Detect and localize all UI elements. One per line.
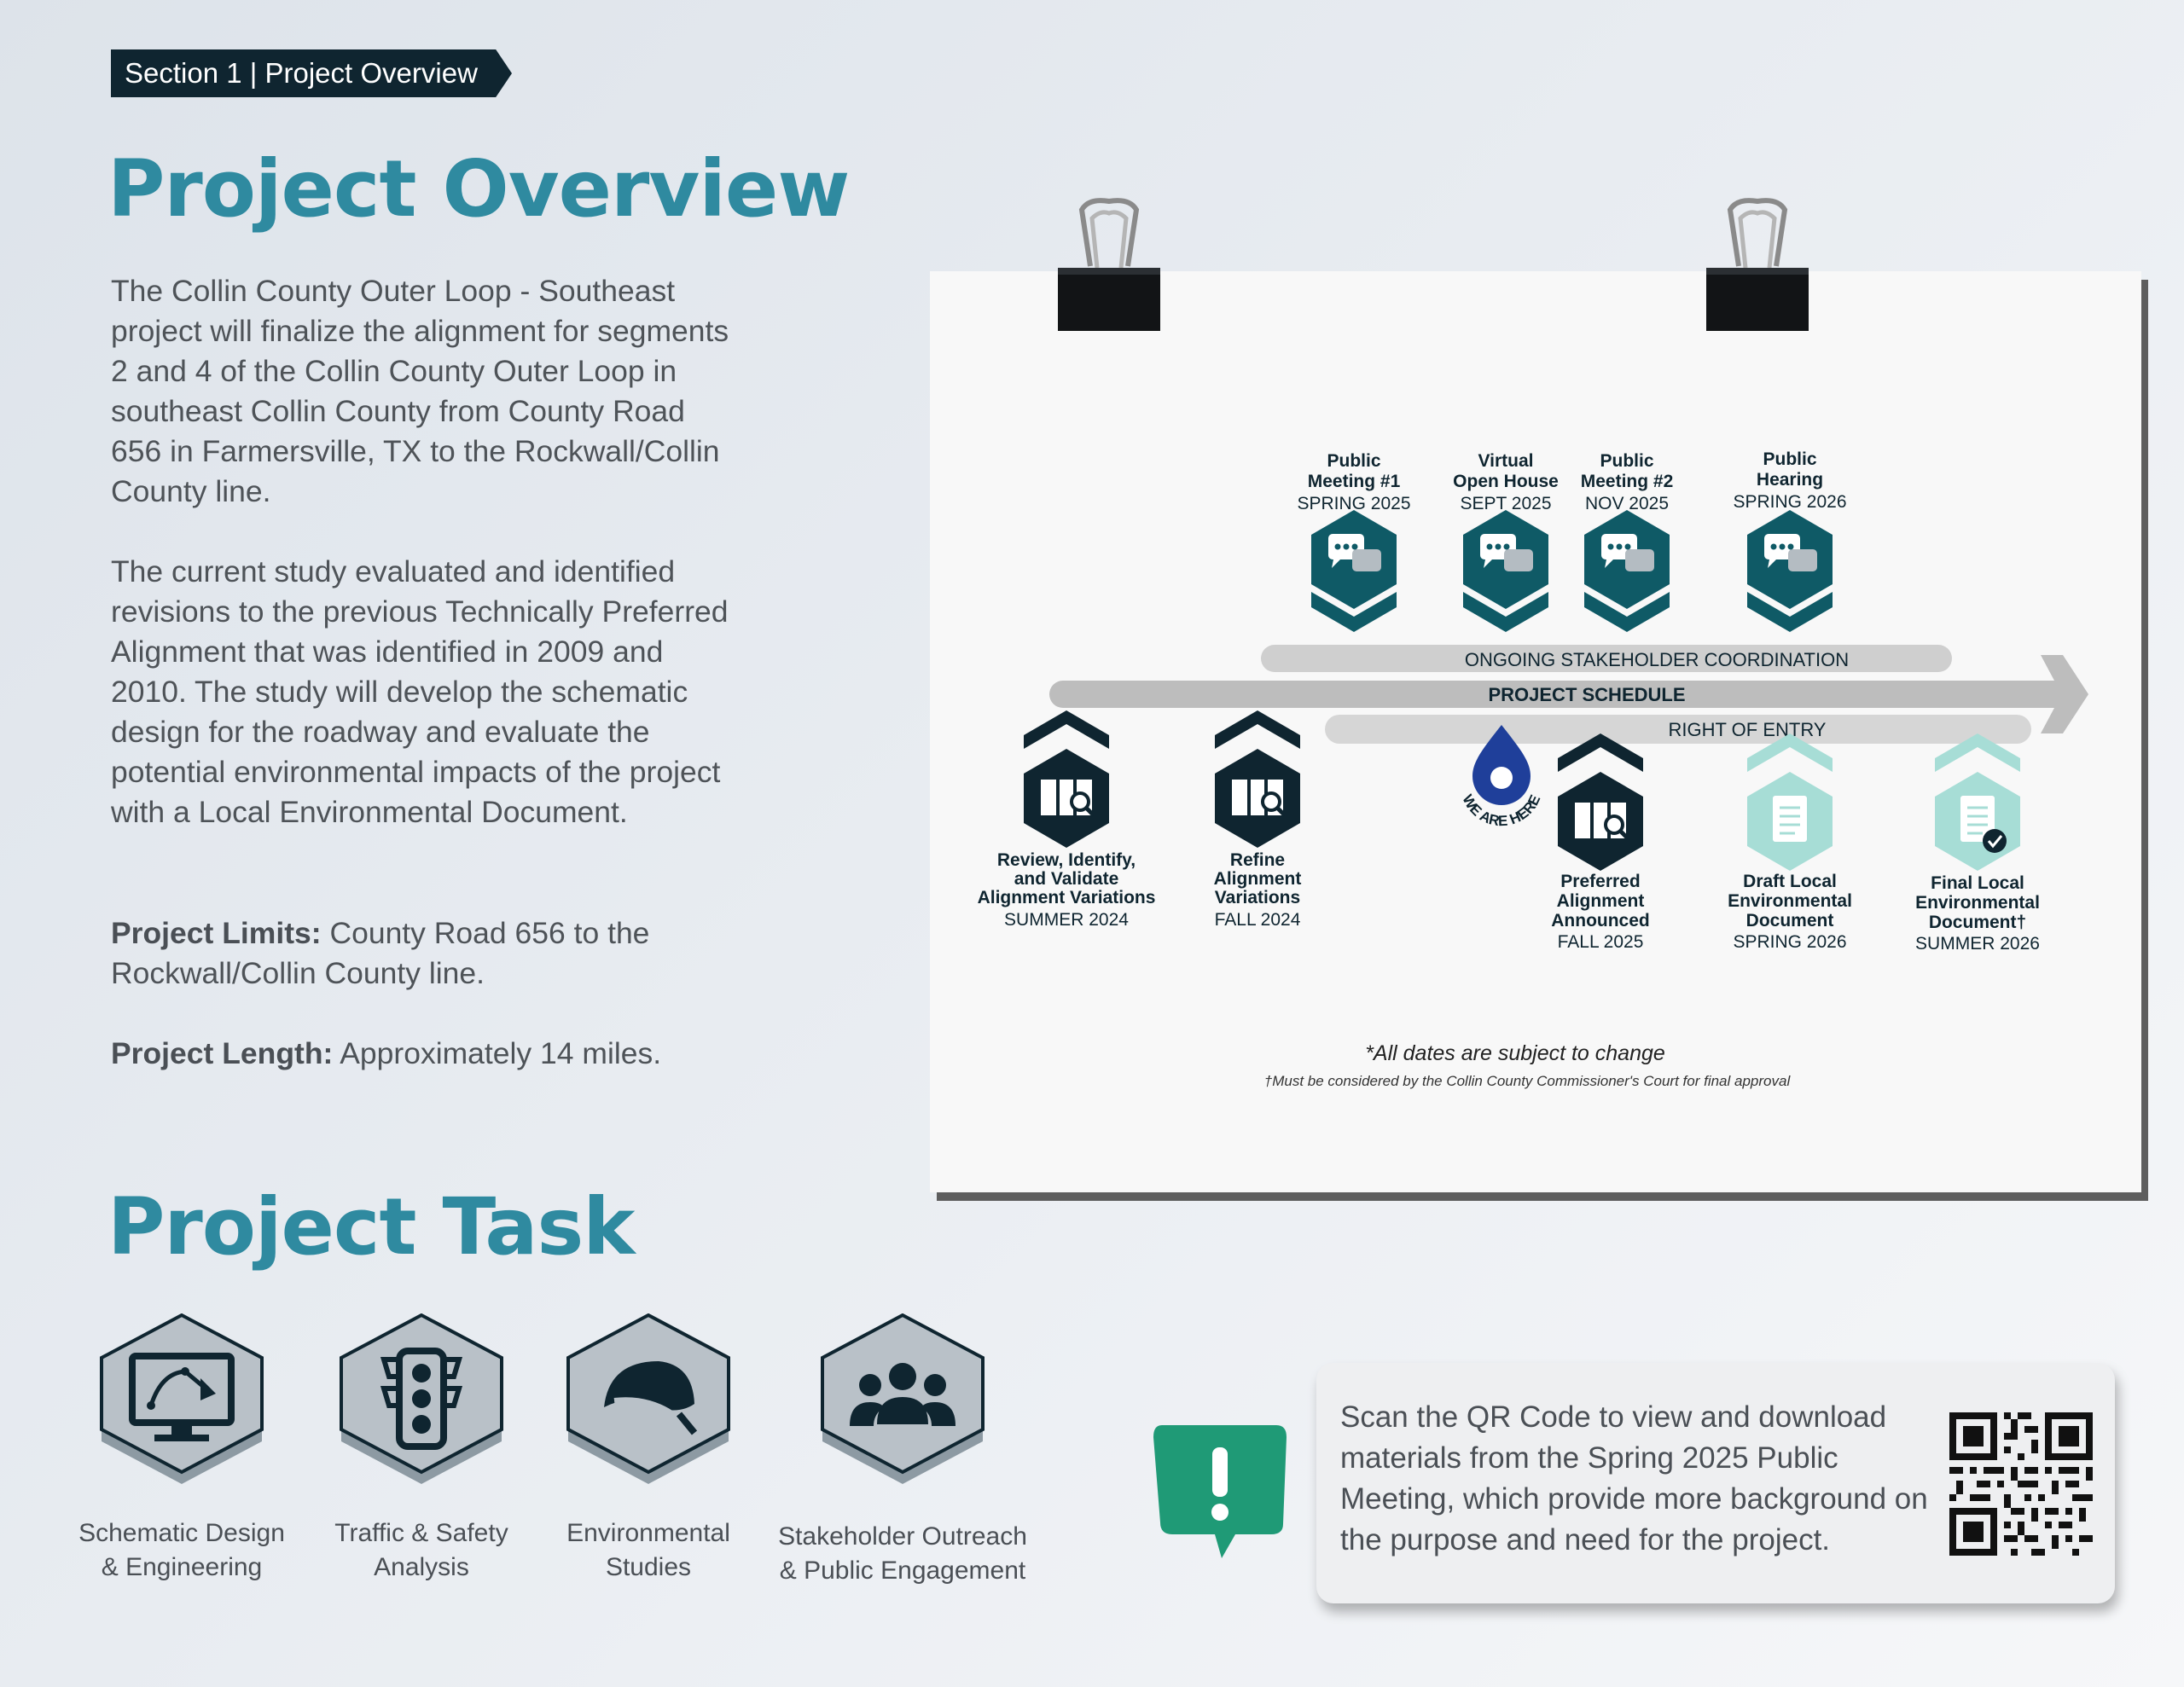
- stakeholder-coordination-label: ONGOING STAKEHOLDER COORDINATION: [1465, 649, 1849, 670]
- project-limits: Project Limits: County Road 656 to the R…: [111, 913, 742, 994]
- milestone-label: Virtual: [1478, 451, 1534, 471]
- milestone-label: Final Local: [1931, 873, 2024, 893]
- milestone-label: Public: [1763, 449, 1816, 469]
- milestone-date: FALL 2025: [1558, 932, 1644, 952]
- qr-callout-text: Scan the QR Code to view and download ma…: [1340, 1400, 1928, 1557]
- chat-bubble-icon: [1311, 510, 1397, 632]
- traffic-light-icon: [340, 1313, 503, 1484]
- qr-code[interactable]: [1949, 1412, 2093, 1556]
- chat-bubble-icon: [1584, 510, 1670, 632]
- document-icon: [1745, 732, 1834, 872]
- qr-callout: Scan the QR Code to view and download ma…: [1316, 1363, 2115, 1603]
- milestone-date: FALL 2024: [1215, 910, 1301, 930]
- project-limits-label: Project Limits:: [111, 916, 322, 950]
- milestone-label: Open House: [1453, 472, 1559, 491]
- page-title: Project Overview: [107, 143, 850, 235]
- stakeholder-coordination-bar: [1261, 645, 1952, 672]
- milestone-public-hearing: Public Hearing SPRING 2026: [1733, 449, 1847, 632]
- task-label-line: Analysis: [374, 1553, 469, 1581]
- milestone-date: SUMMER 2024: [1004, 910, 1129, 930]
- milestone-date: SPRING 2026: [1733, 932, 1846, 952]
- task-label-line: & Engineering: [101, 1553, 263, 1581]
- task-stakeholder-outreach: Stakeholder Outreach & Public Engagement: [758, 1520, 1048, 1588]
- milestone-date: SEPT 2025: [1460, 494, 1551, 513]
- milestone-refine-alignment: Refine Alignment Variations FALL 2024: [1214, 710, 1302, 930]
- milestone-label: Variations: [1215, 888, 1300, 907]
- overview-paragraph-1: The Collin County Outer Loop - Southeast…: [111, 274, 729, 508]
- milestone-virtual-open-house: Virtual Open House SEPT 2025: [1453, 451, 1559, 632]
- milestone-label: and Validate: [1014, 869, 1119, 889]
- milestone-label: Draft Local: [1743, 872, 1837, 891]
- milestone-label: Meeting #1: [1308, 472, 1401, 491]
- schematic-design-icon: [100, 1313, 264, 1484]
- map-search-icon: [1558, 733, 1643, 871]
- milestone-label: Public: [1327, 451, 1380, 471]
- task-label-line: Studies: [605, 1553, 692, 1581]
- milestone-label: Alignment: [1557, 891, 1645, 911]
- project-schedule-arrow: [1049, 655, 2088, 733]
- schedule-poster: ONGOING STAKEHOLDER COORDINATION PROJECT…: [930, 271, 2141, 1192]
- milestone-review-alignment: Review, Identify, and Validate Alignment…: [978, 710, 1156, 930]
- right-of-entry-label: RIGHT OF ENTRY: [1669, 719, 1827, 740]
- task-label-line: Stakeholder Outreach: [778, 1522, 1027, 1551]
- map-search-icon: [1215, 710, 1300, 848]
- milestone-label: Announced: [1551, 911, 1650, 930]
- milestone-label: Environmental: [1915, 893, 2040, 913]
- overview-paragraph-2: The current study evaluated and identifi…: [111, 554, 729, 829]
- milestone-label: Meeting #2: [1581, 472, 1674, 491]
- milestone-public-meeting-2: Public Meeting #2 NOV 2025: [1581, 451, 1674, 632]
- milestone-date: SUMMER 2026: [1915, 934, 2040, 954]
- checkmark-badge-icon: [1983, 829, 2007, 853]
- project-length-value: Approximately 14 miles.: [333, 1036, 662, 1070]
- milestone-date: SPRING 2025: [1297, 494, 1410, 513]
- project-schedule-label: PROJECT SCHEDULE: [1488, 684, 1685, 705]
- document-approved-icon: [1933, 732, 2022, 872]
- milestone-label: Document†: [1929, 913, 2026, 932]
- milestone-public-meeting-1: Public Meeting #1 SPRING 2025: [1297, 451, 1411, 632]
- project-schedule-timeline: ONGOING STAKEHOLDER COORDINATION PROJECT…: [978, 449, 2088, 1089]
- location-pin-icon: [1472, 725, 1531, 805]
- dates-disclaimer: *All dates are subject to change: [1365, 1041, 1665, 1065]
- map-search-icon: [1024, 710, 1109, 848]
- task-environmental-studies: Environmental Studies: [503, 1516, 793, 1585]
- project-length: Project Length: Approximately 14 miles.: [111, 1034, 742, 1074]
- milestone-date: SPRING 2026: [1733, 492, 1846, 512]
- milestone-final-environmental-document: Final Local Environmental Document† SUMM…: [1915, 732, 2040, 954]
- milestone-label: Review, Identify,: [997, 850, 1136, 870]
- binder-clip-icon: [1058, 198, 1160, 331]
- milestone-label: Alignment Variations: [978, 888, 1156, 907]
- task-label-line: Traffic & Safety: [334, 1519, 508, 1547]
- chat-bubble-icon: [1747, 510, 1833, 632]
- milestone-label: Document: [1746, 911, 1834, 930]
- approval-footnote: †Must be considered by the Collin County…: [1264, 1073, 1792, 1089]
- chat-bubble-icon: [1463, 510, 1548, 632]
- milestone-label: Public: [1600, 451, 1653, 471]
- task-traffic-safety: Traffic & Safety Analysis: [276, 1516, 566, 1585]
- leaf-icon: [566, 1313, 730, 1484]
- task-schematic-design: Schematic Design & Engineering: [37, 1516, 327, 1585]
- milestone-label: Alignment: [1214, 869, 1302, 889]
- milestone-date: NOV 2025: [1585, 494, 1669, 513]
- milestone-label: Environmental: [1728, 891, 1852, 911]
- binder-clip-icon: [1706, 198, 1809, 331]
- task-label-line: & Public Engagement: [779, 1557, 1026, 1585]
- milestone-label: Refine: [1230, 850, 1285, 870]
- milestone-preferred-alignment: Preferred Alignment Announced FALL 2025: [1551, 733, 1650, 952]
- milestone-label: Hearing: [1757, 470, 1823, 490]
- task-label-line: Schematic Design: [78, 1519, 285, 1547]
- project-limits-value: County Road 656 to the Rockwall/Collin C…: [111, 916, 650, 990]
- section-tag: Section 1 | Project Overview: [111, 49, 512, 97]
- task-section-title: Project Task: [107, 1181, 635, 1272]
- alert-speech-bubble-icon: [1153, 1425, 1287, 1558]
- project-length-label: Project Length:: [111, 1036, 334, 1070]
- people-group-icon: [821, 1313, 985, 1484]
- milestone-label: Preferred: [1560, 872, 1640, 891]
- task-label-line: Environmental: [566, 1519, 730, 1547]
- milestone-draft-environmental-document: Draft Local Environmental Document SPRIN…: [1728, 732, 1852, 952]
